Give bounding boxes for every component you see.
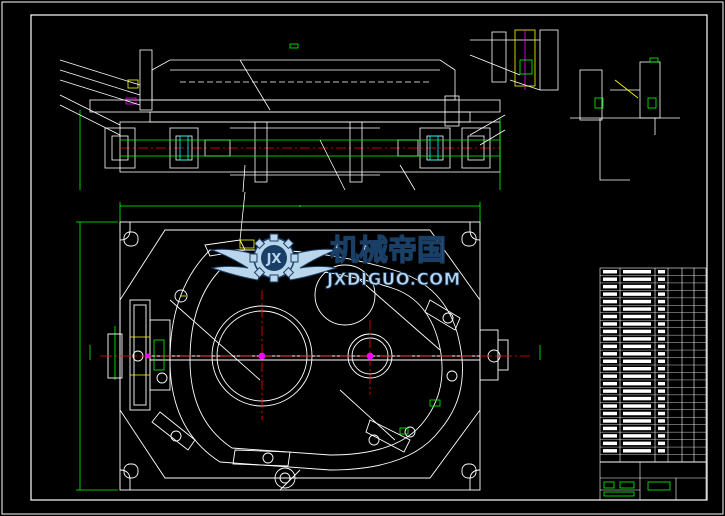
watermark-title: 机械帝国	[330, 233, 446, 267]
parts-list-entry-mark	[623, 367, 651, 371]
parts-list-entry-mark	[603, 277, 617, 281]
parts-list-entry-mark	[623, 299, 651, 304]
parts-list-entry-mark	[603, 411, 617, 416]
parts-list-entry-mark	[658, 367, 665, 371]
parts-list-entry-mark	[623, 352, 651, 356]
parts-list-entry-mark	[603, 381, 617, 386]
parts-list-entry-mark	[603, 292, 617, 296]
parts-list-entry-mark	[623, 359, 651, 363]
parts-list-entry-mark	[658, 337, 665, 341]
parts-list-entry-mark	[658, 314, 665, 319]
parts-list-entry-mark	[623, 314, 651, 319]
parts-list-entry-mark	[603, 396, 617, 401]
parts-list-entry-mark	[658, 344, 665, 349]
parts-list-entry-mark	[658, 299, 665, 304]
parts-list-entry-mark	[658, 411, 665, 416]
parts-list-entry-mark	[603, 344, 617, 349]
gear-logo-icon: JX	[249, 233, 299, 283]
parts-list-entry-mark	[603, 359, 617, 363]
parts-list-entry-mark	[623, 337, 651, 341]
parts-list-entry-mark	[623, 329, 651, 334]
parts-list-entry-mark	[603, 322, 617, 326]
parts-list-entry-mark	[658, 284, 665, 289]
parts-list-entry-mark	[658, 352, 665, 356]
parts-list-entry-mark	[623, 404, 651, 408]
parts-list-entry-mark	[658, 374, 665, 378]
parts-list-entry-mark	[658, 292, 665, 296]
front-view-cover	[151, 59, 456, 101]
parts-list-entry-mark	[603, 374, 617, 378]
parts-list-entry-mark	[603, 367, 617, 371]
parts-list-entry-mark	[658, 277, 665, 281]
parts-list-entry-mark	[603, 426, 617, 431]
parts-list-entry-mark	[603, 352, 617, 356]
parts-list-entry-mark	[603, 404, 617, 408]
parts-list-entry-mark	[623, 449, 651, 453]
parts-list-entry-mark	[658, 389, 665, 393]
parts-list-entry-mark	[603, 441, 617, 446]
detail-view-b	[570, 57, 680, 181]
parts-list-entry-mark	[603, 419, 617, 423]
parts-list-entry-mark	[658, 329, 665, 334]
parts-list-entry-mark	[623, 389, 651, 393]
left-bearing	[104, 127, 136, 169]
parts-list-entry-mark	[603, 314, 617, 319]
detail-view-a	[469, 29, 559, 91]
parts-list-entry-mark	[623, 411, 651, 416]
parts-list-entry-mark	[658, 419, 665, 423]
parts-list-entry-mark	[623, 344, 651, 349]
parts-list-entry-mark	[658, 381, 665, 386]
parts-list-entry-mark	[658, 434, 665, 438]
parts-list-entry-mark	[658, 396, 665, 401]
parts-list-entry-mark	[623, 419, 651, 423]
parts-list-table	[599, 267, 707, 501]
parts-list-entry-mark	[623, 441, 651, 446]
parts-list-rows	[600, 270, 706, 455]
parts-list-entry-mark	[658, 426, 665, 431]
parts-list-entry-mark	[603, 389, 617, 393]
parts-list-entry-mark	[658, 270, 665, 274]
front-view	[79, 49, 501, 190]
parts-list-entry-mark	[623, 284, 651, 289]
parts-list-entry-mark	[658, 441, 665, 446]
parts-list-entry-mark	[623, 381, 651, 386]
parts-list-entry-mark	[623, 277, 651, 281]
front-view-details	[59, 43, 506, 193]
parts-list-entry-mark	[603, 284, 617, 289]
parts-list-entry-mark	[623, 322, 651, 326]
parts-list-entry-mark	[658, 307, 665, 311]
title-block-marks	[603, 481, 671, 497]
parts-list-entry-mark	[603, 270, 617, 274]
parts-list-entry-mark	[623, 374, 651, 378]
right-clamp-bar	[479, 329, 499, 381]
parts-list-entry-mark	[603, 329, 617, 334]
parts-list-entry-mark	[603, 449, 617, 453]
logo-letters: JX	[266, 252, 282, 267]
parts-list-entry-mark	[603, 307, 617, 311]
right-bearing	[419, 127, 451, 169]
parts-list-entry-mark	[658, 404, 665, 408]
watermark: JX 机械帝国 JXDIGUO.COM	[210, 232, 461, 289]
parts-list-entry-mark	[623, 396, 651, 401]
parts-list-entry-mark	[623, 426, 651, 431]
parts-list-entry-mark	[603, 299, 617, 304]
parts-list-entry-mark	[658, 322, 665, 326]
sheet-border-inner	[30, 14, 708, 501]
parts-list-entry-mark	[603, 337, 617, 341]
plan-view-details	[100, 191, 530, 435]
parts-list-entry-mark	[658, 449, 665, 453]
parts-list-entry-mark	[623, 307, 651, 311]
parts-list-entry-mark	[623, 270, 651, 274]
parts-list-entry-mark	[623, 292, 651, 296]
parts-list-entry-mark	[623, 434, 651, 438]
watermark-url: JXDIGUO.COM	[326, 270, 461, 289]
parts-list-entry-mark	[603, 434, 617, 438]
parts-list-entry-mark	[658, 359, 665, 363]
